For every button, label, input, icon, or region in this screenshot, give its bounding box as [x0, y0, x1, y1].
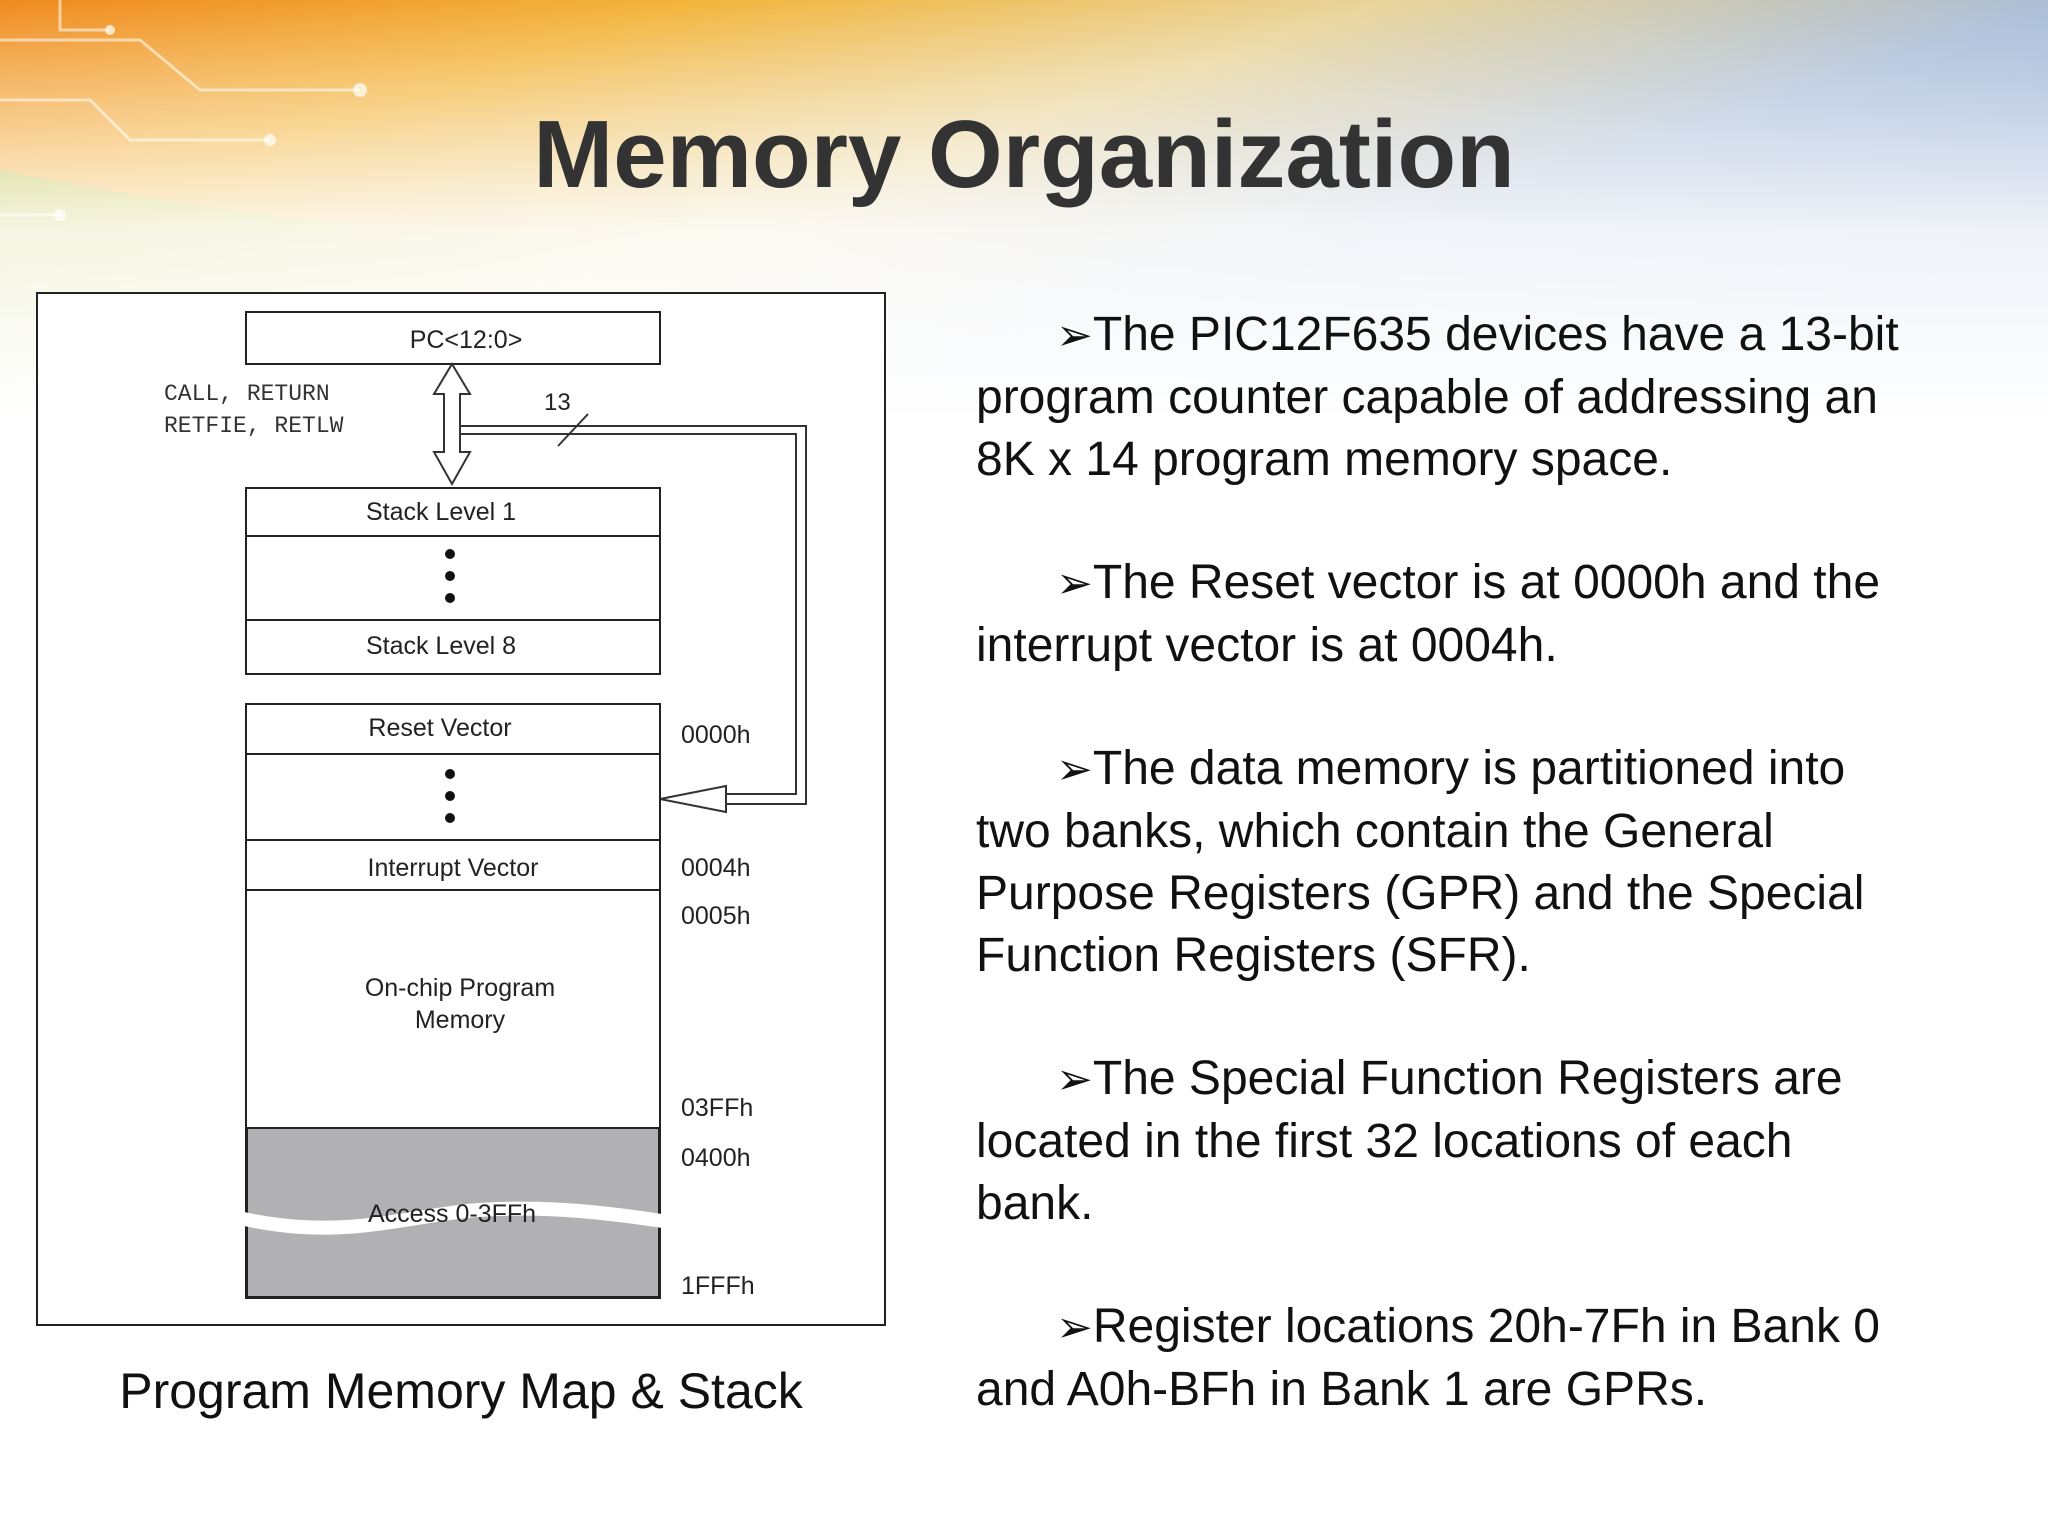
slide-title: Memory Organization: [533, 101, 1515, 208]
pc-label: PC<12:0>: [410, 326, 523, 354]
program-memory-map-diagram: PC<12:0> CALL, RETURN RETFIE, RETLW 13 S…: [164, 311, 807, 1300]
bullet-arrow-icon: ➢: [1056, 1303, 1093, 1352]
bullet-item: ➢The Reset vector is at 0000h and the in…: [976, 556, 1881, 672]
bullet-list: ➢The PIC12F635 devices have a 13-bit pro…: [976, 304, 2006, 1482]
bus-width-label: 13: [544, 389, 571, 416]
memory-ellipsis: [445, 769, 455, 823]
address-0005h: 0005h: [681, 902, 751, 930]
address-1fffh: 1FFFh: [681, 1272, 755, 1300]
bus-arrowhead: [659, 784, 727, 814]
bullet-arrow-icon: ➢: [1056, 311, 1093, 360]
address-0400h: 0400h: [681, 1144, 751, 1172]
bullet-arrow-icon: ➢: [1056, 559, 1093, 608]
access-label: Access 0-3FFh: [368, 1200, 536, 1228]
diagram-caption: Program Memory Map & Stack: [119, 1363, 803, 1419]
bus-width-slash: [557, 413, 589, 447]
stack-double-arrow: [432, 362, 472, 487]
bullet-arrow-icon: ➢: [1056, 745, 1093, 794]
memory-break-wave: [244, 1201, 662, 1235]
bullet-item: ➢Register locations 20h-7Fh in Bank 0 an…: [976, 1300, 1880, 1416]
reset-vector-label: Reset Vector: [368, 714, 511, 742]
bullet-item: ➢The PIC12F635 devices have a 13-bit pro…: [976, 308, 1899, 486]
stack-level-8: Stack Level 8: [366, 632, 516, 660]
pc-bus-line: [460, 425, 807, 805]
interrupt-vector-label: Interrupt Vector: [368, 854, 539, 882]
call-return-label: CALL, RETURN: [164, 381, 330, 407]
address-0000h: 0000h: [681, 721, 751, 749]
bullet-arrow-icon: ➢: [1056, 1055, 1093, 1104]
stack-level-1: Stack Level 1: [366, 498, 516, 526]
pc-bus-line-inner: [460, 433, 797, 795]
onchip-memory-label-1: On-chip Program: [365, 974, 555, 1002]
bullet-item: ➢The data memory is partitioned into two…: [976, 742, 1865, 982]
address-0004h: 0004h: [681, 854, 751, 882]
onchip-memory-label-2: Memory: [415, 1006, 506, 1034]
stack-block: [245, 487, 661, 675]
address-03ffh: 03FFh: [681, 1094, 753, 1122]
pc-box: [245, 311, 661, 365]
retfie-retlw-label: RETFIE, RETLW: [164, 413, 344, 439]
bullet-item: ➢The Special Function Registers are loca…: [976, 1052, 1843, 1230]
stack-ellipsis: [445, 549, 455, 603]
